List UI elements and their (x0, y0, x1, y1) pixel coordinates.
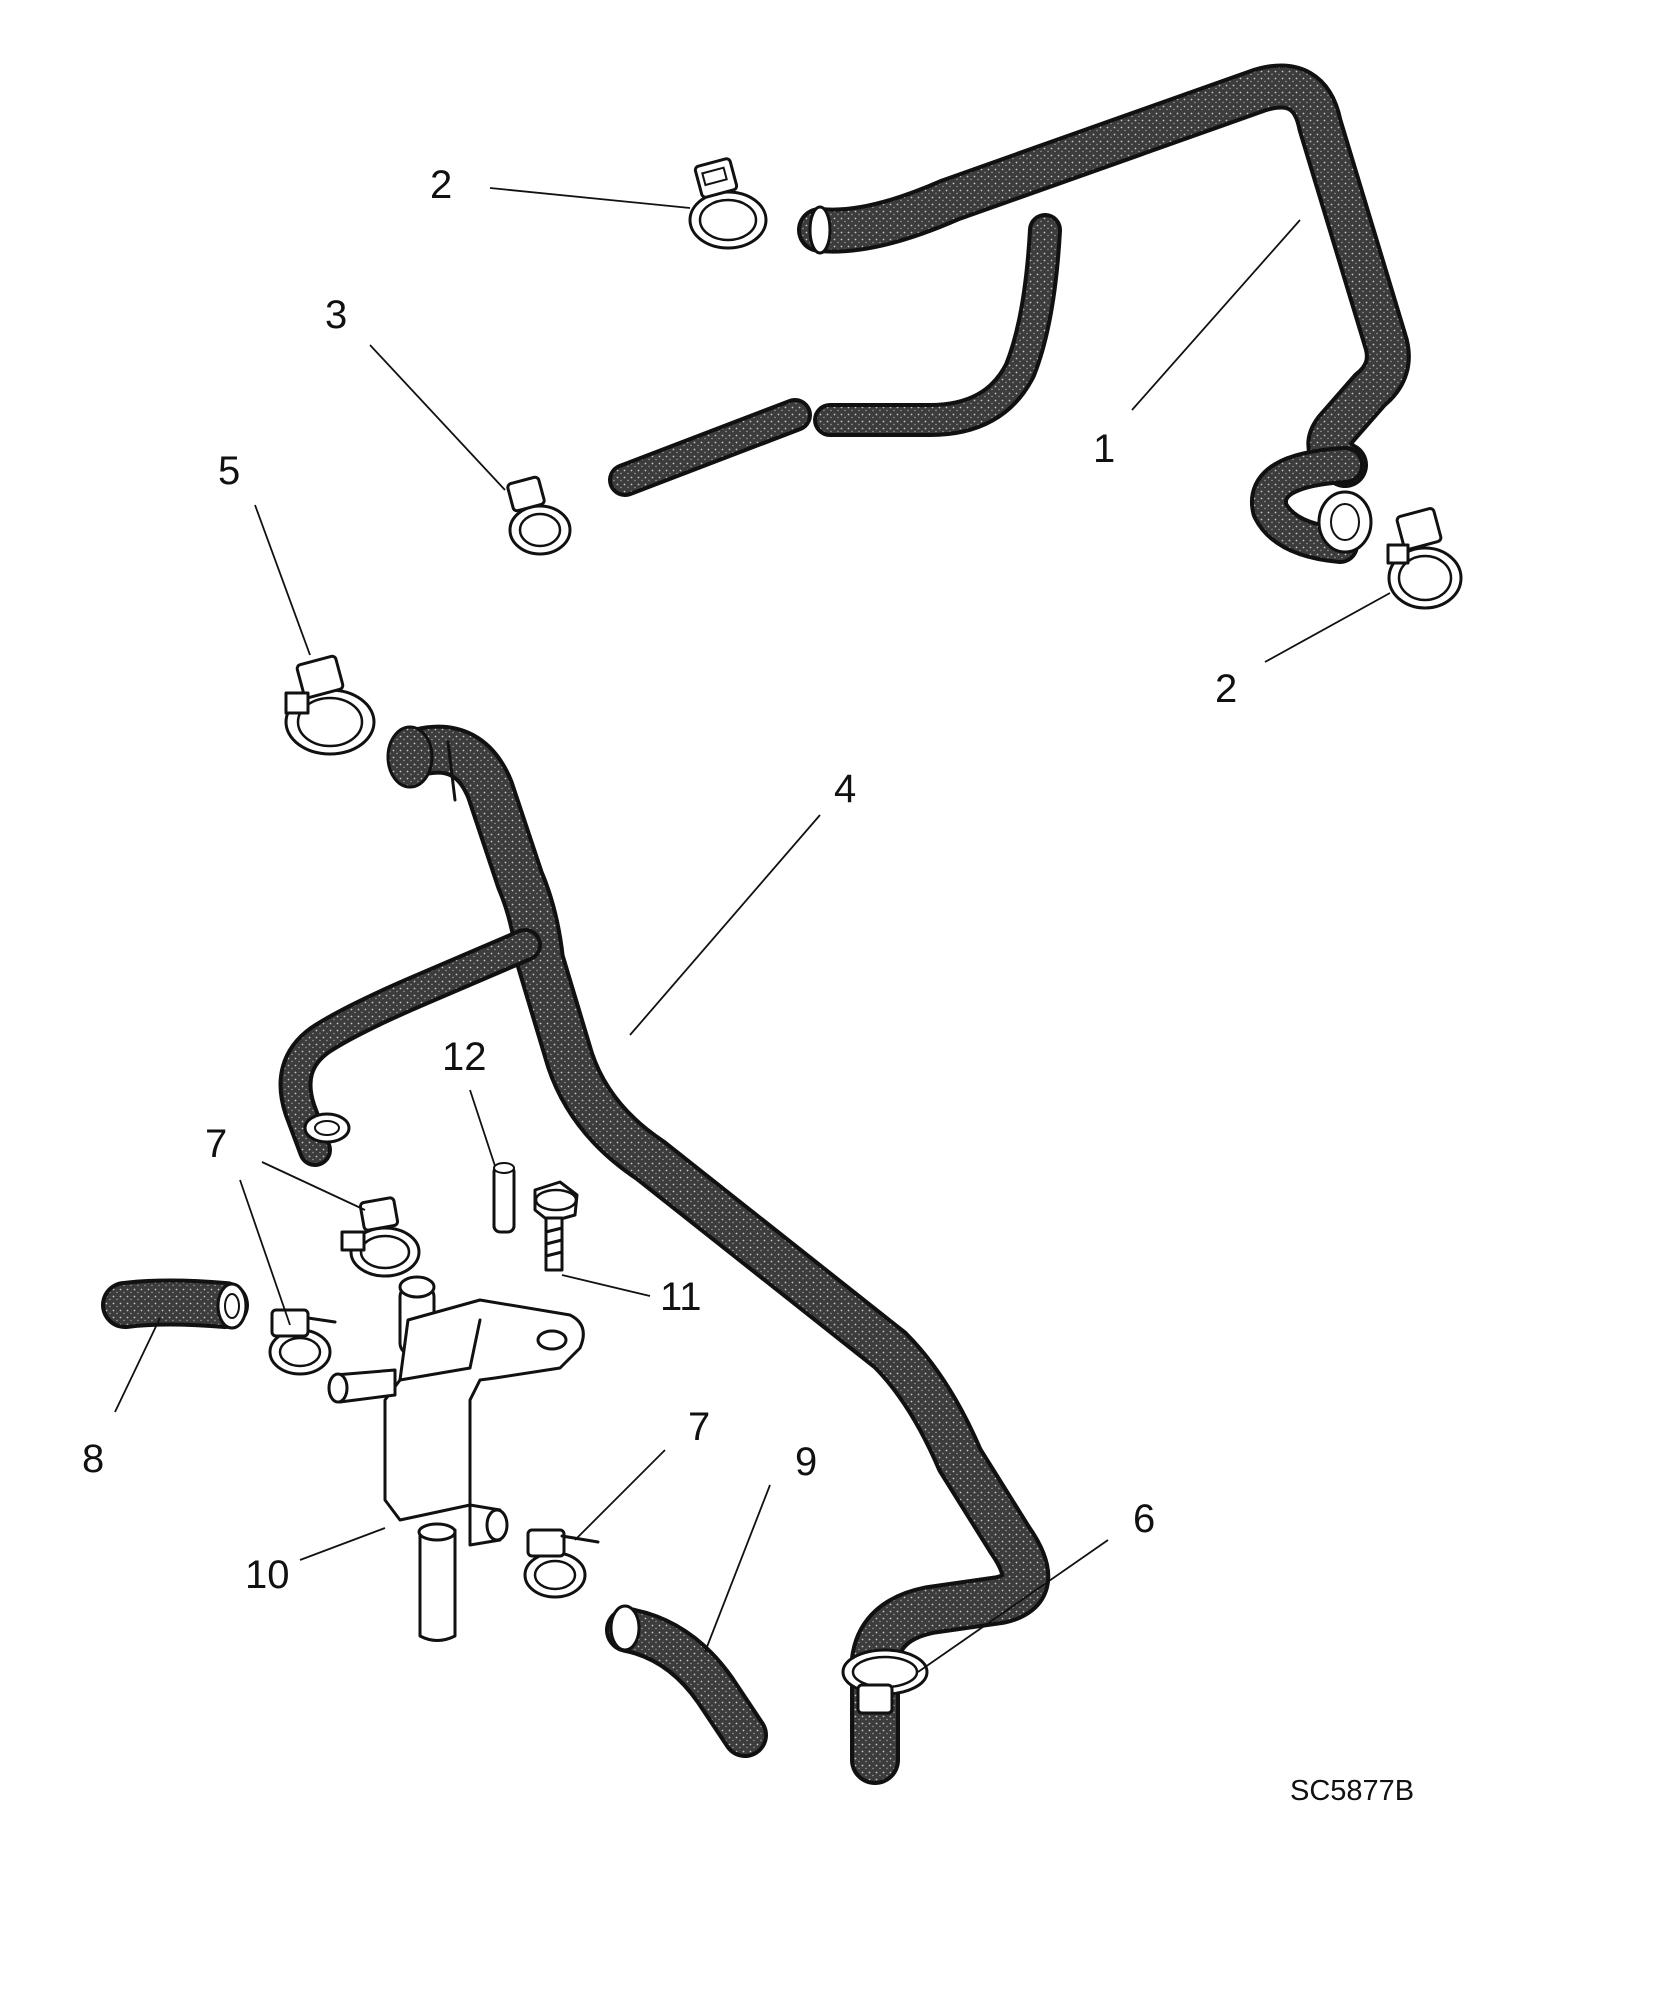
leader-1 (1131, 219, 1301, 411)
leader-7b (574, 1449, 666, 1541)
callout-7-lower: 7 (688, 1405, 710, 1449)
valve-housing-10 (327, 1275, 585, 1642)
leader-2-upper (489, 187, 691, 209)
callout-labels: 2 3 1 2 5 4 12 7 11 8 7 9 10 6 (82, 163, 1237, 1597)
leader-12 (469, 1089, 496, 1167)
leader-9 (704, 1484, 771, 1653)
bolt-11 (533, 1180, 579, 1272)
callout-5: 5 (218, 449, 240, 493)
leader-4 (629, 814, 821, 1036)
leader-2-lower (1264, 592, 1391, 663)
callout-2-lower: 2 (1215, 667, 1237, 711)
leader-7a-left (239, 1179, 291, 1326)
hose-clip-2-upper (688, 157, 768, 250)
hose-clip-6 (841, 1648, 929, 1715)
callout-12: 12 (442, 1035, 487, 1079)
reference-code: SC5877B (1290, 1775, 1414, 1807)
hose-clip-7-lower (523, 1528, 600, 1599)
callout-3: 3 (325, 293, 347, 337)
hose-9 (605, 1604, 768, 1758)
leader-8 (114, 1317, 161, 1413)
leader-11 (561, 1274, 651, 1297)
hose-clip-2-lower (1386, 507, 1463, 610)
hose-clip-3 (506, 475, 572, 556)
callout-8: 8 (82, 1437, 104, 1481)
leader-7a-upper (261, 1161, 366, 1211)
hose-4 (278, 724, 1051, 1785)
callout-9: 9 (795, 1440, 817, 1484)
hose-clip-7-upper (340, 1196, 421, 1278)
callout-10: 10 (245, 1553, 290, 1597)
callout-6: 6 (1133, 1497, 1155, 1541)
hose-clip-5 (284, 654, 376, 756)
leader-5 (254, 504, 311, 656)
leader-3 (369, 344, 506, 491)
hose-8 (101, 1278, 249, 1330)
dowel-12 (492, 1162, 516, 1234)
leader-6 (917, 1539, 1109, 1673)
callout-2-upper: 2 (430, 163, 452, 207)
callout-1: 1 (1093, 427, 1115, 471)
hose-clip-7-left (268, 1308, 337, 1376)
callout-11: 11 (660, 1275, 702, 1319)
leader-10 (299, 1527, 386, 1561)
hose-1 (608, 63, 1411, 564)
callout-7-upper: 7 (205, 1122, 227, 1166)
leader-lines (114, 187, 1391, 1673)
callout-4: 4 (834, 767, 856, 811)
